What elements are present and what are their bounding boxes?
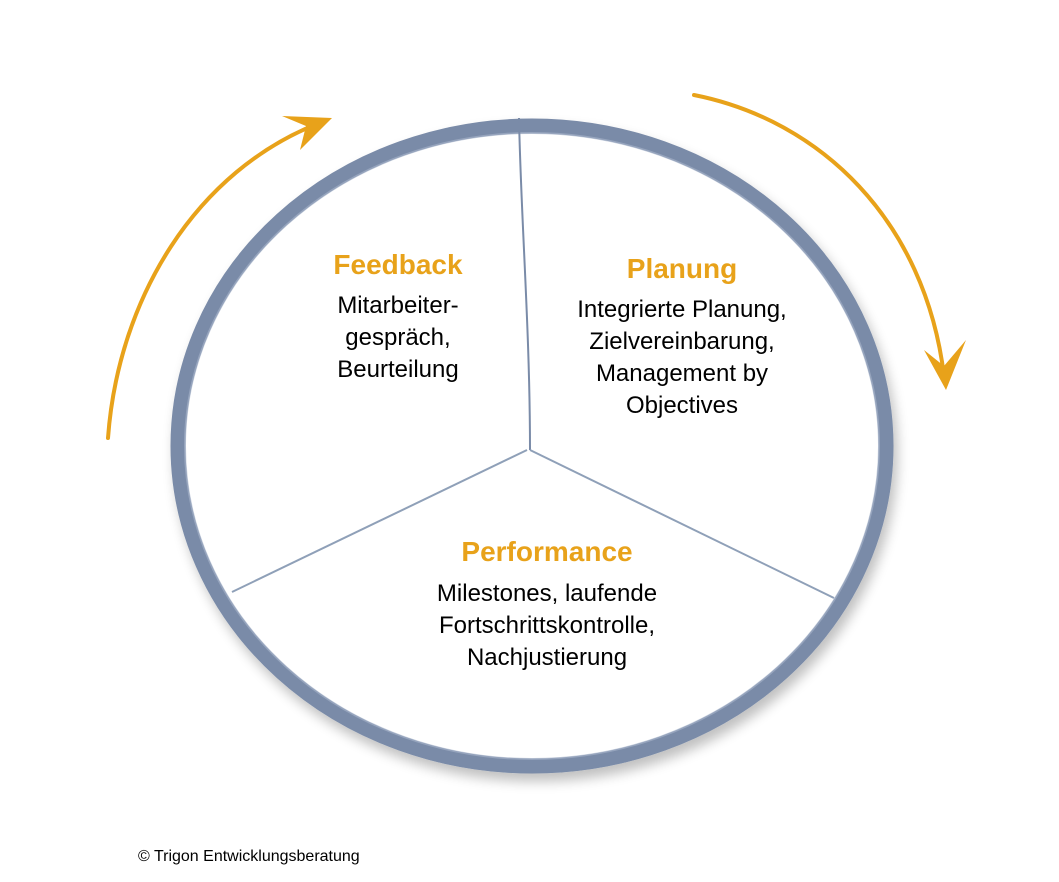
segment-title-performance: Performance [461,536,633,567]
text-line: Beurteilung [337,356,459,383]
segment-planung: Planung Integrierte Planung, Zielvereinb… [542,252,822,422]
segment-text-feedback: Mitarbeiter- gespräch, Beurteilung [288,290,508,386]
segment-performance: Performance Milestones, laufende Fortsch… [392,535,702,674]
divider-right [529,449,835,599]
text-line: Management by [595,360,769,387]
segment-text-performance: Milestones, laufende Fortschrittskontrol… [392,578,702,674]
text-line: Integrierte Planung, [577,296,787,323]
divider-left [231,449,528,593]
text-line: Nachjustierung [466,644,628,671]
text-line: Zielvereinbarung, [589,328,775,355]
text-line: Mitarbeiter- [337,292,459,319]
segment-title-planung: Planung [626,253,738,284]
arrow-down-right-icon [692,93,966,390]
cycle-ring [170,118,894,774]
segment-title-feedback: Feedback [333,249,463,280]
divider-top [518,117,531,451]
segment-text-planung: Integrierte Planung, Zielvereinbarung, M… [542,294,822,422]
text-line: gespräch, [345,324,451,351]
arrow-up-right-icon [106,116,332,440]
text-line: Milestones, laufende [436,580,658,607]
text-line: Fortschrittskontrolle, [438,612,656,639]
segment-feedback: Feedback Mitarbeiter- gespräch, Beurteil… [288,248,508,386]
text-line: Objectives [625,392,739,419]
copyright-notice: © Trigon Entwicklungsberatung [138,848,360,865]
cycle-ring-highlight [184,132,880,760]
